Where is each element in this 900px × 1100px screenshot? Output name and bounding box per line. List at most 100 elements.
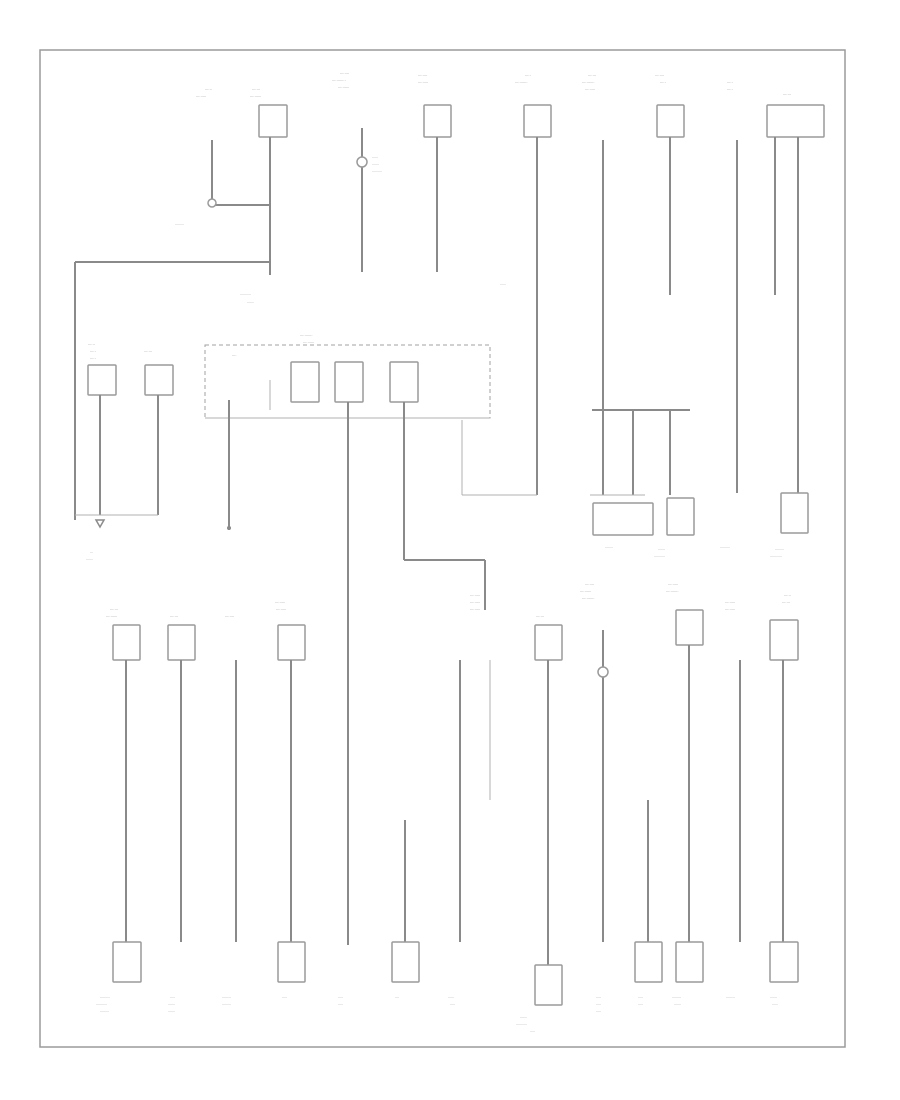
svg-text:.....: .....: [727, 80, 733, 84]
svg-text:............: ............: [770, 554, 782, 558]
svg-text:.......: .......: [588, 73, 596, 77]
connector-top-8: [766, 104, 825, 138]
svg-text:....: ....: [395, 995, 399, 999]
bottom-column-b: ....... ..... ....... .......: [167, 614, 196, 1013]
ground-symbol-left: [94, 519, 106, 529]
diagram-frame: [39, 49, 846, 1048]
svg-text:.........: .........: [276, 607, 286, 611]
svg-text:.......: .......: [770, 995, 777, 999]
top-column-1: ...... ......... ....... .......... ....…: [74, 87, 288, 520]
svg-text:.........: .........: [418, 80, 428, 84]
connector-central-2: [334, 361, 364, 403]
svg-text:......: ......: [372, 155, 378, 159]
svg-text:...........: ...........: [654, 554, 665, 558]
svg-text:.........: .........: [725, 600, 735, 604]
top-column-4: ..... ........... ......: [461, 73, 552, 496]
left-sub-block: ...... ..... ..... ....... ... .......: [75, 342, 174, 561]
svg-text:...........: ...........: [300, 333, 313, 337]
bottom-column-m: ...... ....... ....... ......: [769, 593, 799, 1006]
svg-text:.....: .....: [596, 1002, 601, 1006]
svg-text:.........: .........: [585, 87, 595, 91]
connector-central-3: [389, 361, 419, 403]
connector-bottom-h: [534, 964, 563, 1006]
svg-text:.........: .........: [725, 607, 735, 611]
bottom-column-a: ....... .......... .......... ..........…: [96, 607, 142, 1013]
connector-bottom-f: [391, 941, 420, 983]
svg-text:.....: .....: [727, 87, 733, 91]
svg-text:.......: .......: [170, 614, 178, 618]
svg-text:.......: .......: [674, 1002, 681, 1006]
svg-text:.....: .....: [525, 73, 531, 77]
svg-text:......: ......: [772, 1002, 778, 1006]
connector-central-1: [290, 361, 320, 403]
svg-text:.....: .....: [638, 995, 643, 999]
svg-text:...........: ...........: [666, 589, 679, 593]
svg-text:..........: ..........: [106, 614, 117, 618]
svg-text:.........: .........: [470, 607, 480, 611]
connector-top-3: [423, 104, 452, 138]
svg-text:.........: .........: [275, 600, 285, 604]
connector-bottom-k: [675, 941, 704, 983]
svg-text:.......: .......: [144, 349, 152, 353]
svg-text:......: ......: [205, 87, 212, 91]
bottom-column-l: ......... ......... .........: [725, 600, 741, 999]
svg-text:........: ........: [655, 73, 664, 77]
svg-text:.....: .....: [90, 356, 96, 360]
svg-text:.........: .........: [775, 547, 784, 551]
svg-text:.......: .......: [658, 547, 665, 551]
svg-text:.......: .......: [168, 1002, 175, 1006]
connector-bottom-k-top: [675, 609, 704, 646]
svg-text:.........: .........: [222, 995, 231, 999]
svg-text:.....: .....: [530, 1029, 535, 1033]
connector-left-2: [144, 364, 174, 396]
connector-bottom-a-top: [112, 624, 141, 661]
connector-right-3: [780, 492, 809, 534]
connector-bottom-m-top: [769, 619, 799, 661]
central-distribution-block: ........... .......... ....: [204, 333, 491, 945]
svg-text:........: ........: [585, 582, 594, 586]
svg-text:.........: .........: [196, 94, 206, 98]
svg-text:........: ........: [225, 614, 234, 618]
svg-text:....: ....: [232, 353, 237, 357]
svg-text:.....: .....: [450, 1002, 455, 1006]
bottom-column-g: ...... ..... ......... ......... .......…: [448, 593, 491, 1006]
svg-text:...........: ...........: [240, 292, 251, 296]
bottom-column-h: ....... ....... ........... .....: [516, 614, 563, 1033]
svg-text:.....: .....: [282, 995, 287, 999]
svg-text:.......: .......: [372, 162, 379, 166]
svg-text:........: ........: [340, 71, 349, 75]
svg-text:.....: .....: [170, 995, 175, 999]
svg-text:.....: .....: [338, 995, 343, 999]
connector-bottom-h-top: [534, 624, 563, 661]
connector-left-1: [87, 364, 117, 396]
svg-text:..........: ..........: [303, 340, 314, 344]
connector-right-2: [666, 497, 695, 536]
bottom-section: ....... .......... .......... ..........…: [96, 582, 799, 1033]
bottom-column-i: ........ .......... ........... ..... ..…: [580, 582, 609, 1013]
connector-top-4: [523, 104, 552, 138]
svg-text:.......: .......: [252, 87, 260, 91]
svg-text:.........: .........: [726, 995, 735, 999]
connector-bottom-d-top: [277, 624, 306, 661]
top-column-5: ....... ........... .........: [582, 73, 604, 415]
connector-top-1: [258, 104, 288, 138]
svg-text:...........: ...........: [582, 596, 595, 600]
svg-text:.......: .......: [110, 607, 118, 611]
svg-text:........: ........: [418, 73, 427, 77]
svg-text:.......: .......: [247, 300, 254, 304]
svg-text:.........: .........: [470, 600, 480, 604]
svg-text:......: ......: [784, 593, 791, 597]
top-column-7: ..... .....: [727, 80, 738, 493]
bottom-column-j: ..... .....: [634, 800, 663, 1006]
bottom-column-f: ....: [391, 820, 420, 999]
bottom-column-c: ........ ......... .........: [222, 614, 237, 1006]
connector-bottom-b-top: [167, 624, 196, 661]
svg-text:..........: ..........: [580, 589, 591, 593]
svg-text:.......: .......: [782, 600, 790, 604]
bottom-column-d: ......... ......... .....: [275, 600, 306, 999]
svg-text:.........: .........: [175, 222, 184, 226]
svg-text:.........: .........: [672, 995, 681, 999]
connector-right-1: [592, 502, 654, 536]
svg-text:......: ......: [500, 282, 506, 286]
